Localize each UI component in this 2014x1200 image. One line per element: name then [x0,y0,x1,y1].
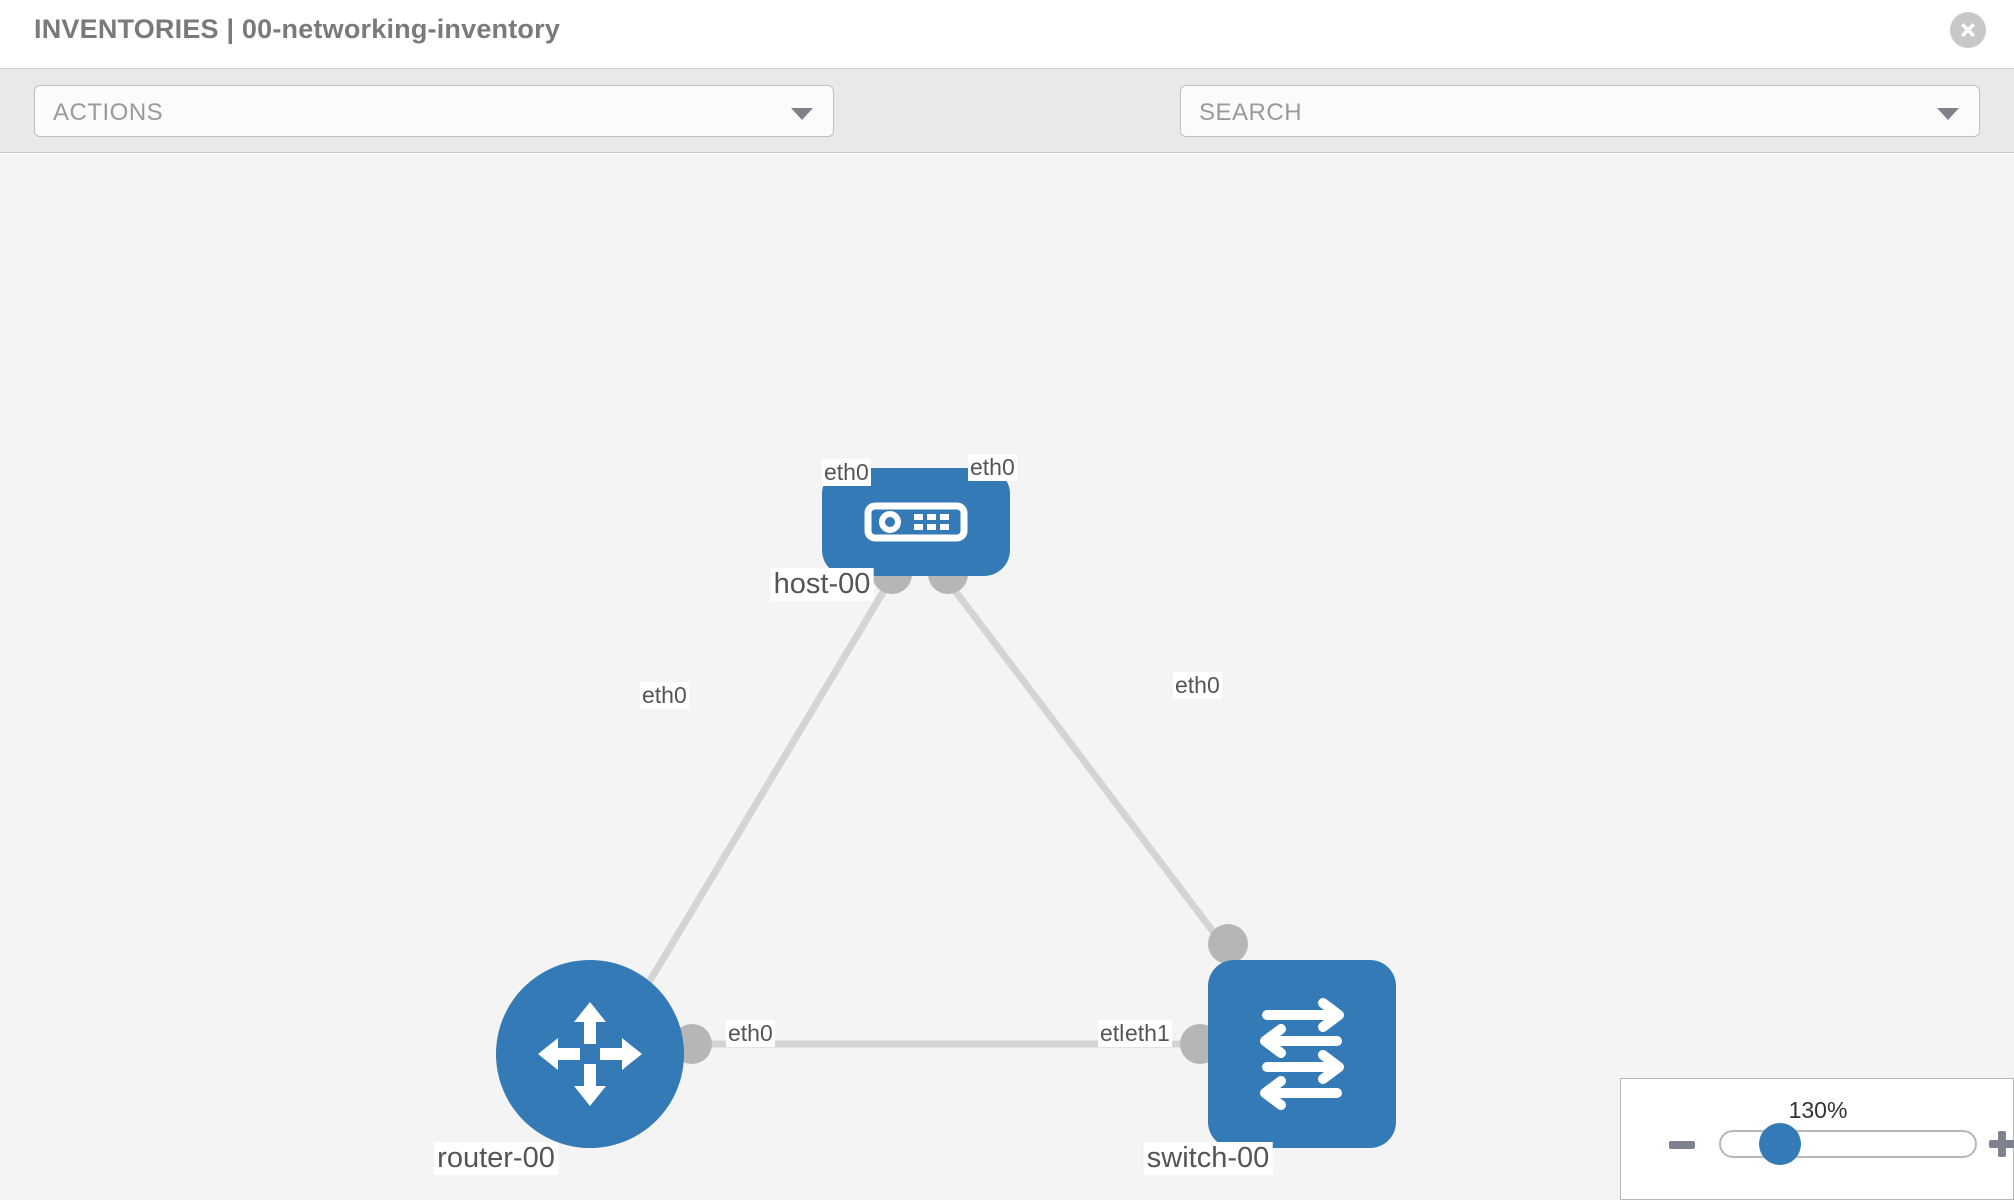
page-header: INVENTORIES | 00-networking-inventory [0,0,2014,68]
topology-edges [626,581,1233,1048]
zoom-control-panel: 130% [1620,1078,2014,1200]
edge-label-router-right: eth0 [726,1020,775,1047]
chevron-down-icon[interactable] [1937,108,1959,120]
chevron-down-icon [791,108,813,120]
actions-dropdown[interactable]: ACTIONS [34,85,834,137]
connector-dot [1208,924,1248,964]
node-host-00-label: host-00 [770,568,874,601]
edge-label-host-left: eth0 [822,459,871,486]
node-switch-00-shape[interactable] [1208,960,1396,1148]
edge-label-switch-left-over: eth1 [1123,1020,1172,1047]
switch-arrows-icon [1260,998,1344,1110]
plus-icon[interactable] [1989,1131,2014,1157]
toolbar: ACTIONS SEARCH [0,68,2014,196]
search-input[interactable]: SEARCH [1180,85,1980,137]
edge-label-host-right: eth0 [968,454,1017,481]
page-title: INVENTORIES | 00-networking-inventory [34,14,561,44]
edge-label-switch-up: eth0 [1173,672,1222,699]
zoom-slider-thumb[interactable] [1759,1123,1801,1165]
minus-icon[interactable] [1669,1141,1695,1149]
close-icon[interactable] [1950,12,1986,48]
server-icon [864,502,968,542]
actions-dropdown-label: ACTIONS [53,99,164,126]
edge-label-router-up: eth0 [640,682,689,709]
zoom-level-value: 130% [1788,1097,1848,1123]
zoom-slider-track[interactable] [1719,1130,1977,1158]
node-host-00-shape[interactable] [822,468,1010,576]
node-router-00-shape[interactable] [496,960,684,1148]
node-switch-00-label: switch-00 [1143,1142,1273,1175]
search-placeholder: SEARCH [1199,99,1303,126]
node-router-00-label: router-00 [434,1142,558,1175]
topology-canvas[interactable]: host-00 router-00 [0,154,2014,1200]
router-arrows-icon [538,1002,642,1106]
